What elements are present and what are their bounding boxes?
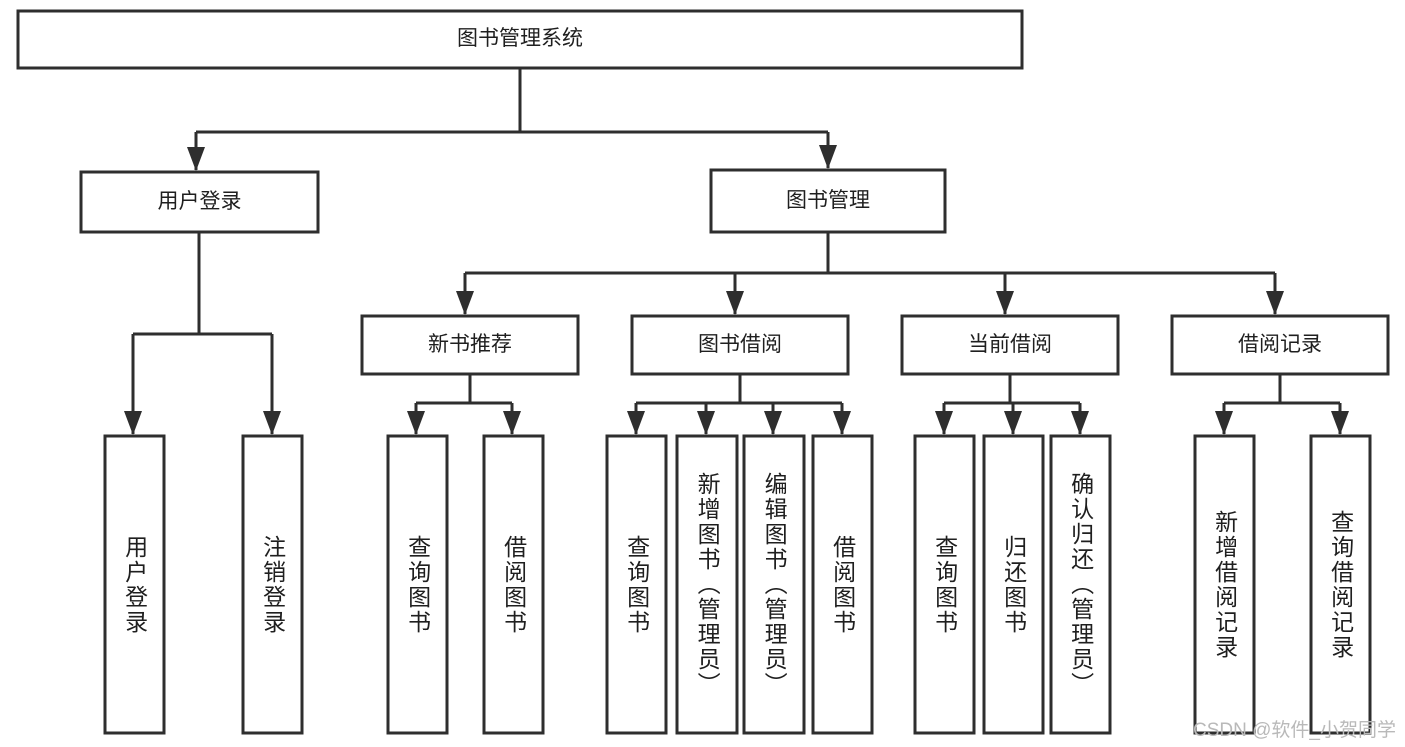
node-box-leaf-query-borrow-record[interactable] xyxy=(1309,434,1372,735)
node-box-leaf-borrow-book-recommend[interactable] xyxy=(482,434,545,735)
box-layer xyxy=(16,9,1390,735)
arrow-head-icon-leaf-confirm-return xyxy=(1071,411,1089,435)
node-box-leaf-return-book[interactable] xyxy=(982,434,1045,735)
node-box-book-management[interactable] xyxy=(709,168,947,234)
node-box-leaf-edit-book[interactable] xyxy=(742,434,806,735)
node-box-book-borrow[interactable] xyxy=(630,314,850,376)
arrow-head-icon-leaf-query-book-recommend xyxy=(407,411,425,435)
connector-layer xyxy=(124,68,1349,435)
arrow-head-icon-leaf-user-login xyxy=(124,411,142,435)
csdn-watermark: CSDN @软件_小贺同学 xyxy=(1193,720,1396,741)
arrow-head-icon-leaf-return-book xyxy=(1004,411,1022,435)
node-box-leaf-add-borrow-record[interactable] xyxy=(1193,434,1256,735)
arrow-head-icon-leaf-add-book xyxy=(697,411,715,435)
arrow-head-icon-leaf-add-borrow-record xyxy=(1215,411,1233,435)
arrow-head-icon-borrow-record xyxy=(1266,291,1284,315)
node-box-leaf-confirm-return[interactable] xyxy=(1049,434,1112,735)
arrow-head-icon-leaf-user-logout xyxy=(263,411,281,435)
node-box-leaf-query-book-recommend[interactable] xyxy=(386,434,449,735)
arrow-head-icon-leaf-query-book-current xyxy=(935,411,953,435)
arrow-head-icon-leaf-borrow-book-recommend xyxy=(503,411,521,435)
node-box-current-borrow[interactable] xyxy=(900,314,1120,376)
node-box-root[interactable] xyxy=(16,9,1024,70)
arrow-head-icon-book-borrow xyxy=(726,291,744,315)
arrow-head-icon-leaf-query-book-borrow xyxy=(627,411,645,435)
arrow-head-icon-leaf-query-borrow-record xyxy=(1331,411,1349,435)
arrow-head-icon-new-book-recommend xyxy=(456,291,474,315)
node-box-leaf-user-logout[interactable] xyxy=(241,434,304,735)
node-box-leaf-query-book-current[interactable] xyxy=(913,434,976,735)
arrow-head-icon-leaf-borrow-book xyxy=(833,411,851,435)
node-box-leaf-borrow-book[interactable] xyxy=(811,434,874,735)
arrow-head-icon-current-borrow xyxy=(996,291,1014,315)
arrow-head-icon-leaf-edit-book xyxy=(764,411,782,435)
arrow-head-icon-book-management xyxy=(819,145,837,169)
node-box-borrow-record[interactable] xyxy=(1170,314,1390,376)
node-box-leaf-query-book-borrow[interactable] xyxy=(605,434,668,735)
arrow-head-icon-user-login xyxy=(187,147,205,171)
node-box-new-book-recommend[interactable] xyxy=(360,314,580,376)
node-box-user-login[interactable] xyxy=(79,170,320,234)
node-box-leaf-user-login[interactable] xyxy=(103,434,166,735)
node-box-leaf-add-book[interactable] xyxy=(675,434,739,735)
